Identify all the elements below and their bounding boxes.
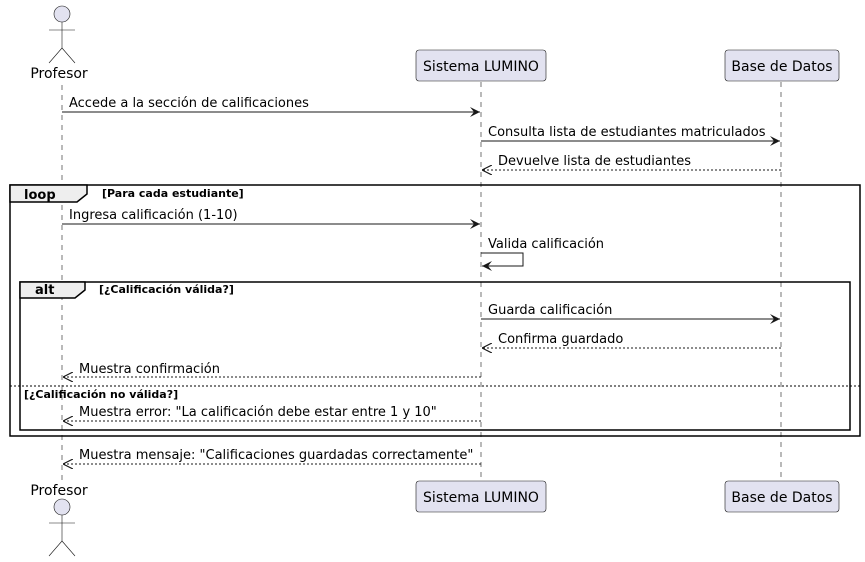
loop-frame-border [9, 184, 861, 437]
message-label: Muestra confirmación [79, 362, 220, 377]
message-label: Devuelve lista de estudiantes [498, 154, 691, 169]
alt-frame: alt [¿Calificación válida?] [¿Calificaci… [10, 281, 860, 431]
participant-bd-bottom: Base de Datos [724, 480, 840, 513]
participant-box [724, 480, 840, 513]
actor-profesor-top: Profesor [30, 5, 88, 82]
actor-profesor-bottom: Profesor [30, 483, 88, 557]
participant-sistema-bottom: Sistema LUMINO [415, 480, 547, 513]
loop-frame: loop [Para cada estudiante] [9, 184, 861, 437]
message-label: Confirma guardado [498, 332, 623, 347]
message-label: Valida calificación [488, 237, 604, 252]
actor-head-icon [53, 498, 71, 516]
participant-box [415, 49, 547, 82]
participant-label: Profesor [30, 483, 88, 499]
loop-keyword: loop [24, 188, 56, 203]
message-label: Ingresa calificación (1-10) [69, 208, 238, 223]
participant-label: Sistema LUMINO [423, 59, 539, 75]
message-label: Muestra mensaje: "Calificaciones guardad… [79, 448, 473, 463]
participant-box [415, 480, 547, 513]
alt-keyword: alt [35, 283, 54, 298]
message-label: Accede a la sección de calificaciones [69, 96, 309, 111]
loop-frame-tab [9, 184, 88, 203]
message-label: Consulta lista de estudiantes matriculad… [488, 125, 766, 140]
message-label: Muestra error: "La calificación debe est… [79, 405, 437, 420]
loop-guard: [Para cada estudiante] [102, 187, 244, 200]
actor-head-icon [53, 5, 71, 23]
message-label: Guarda calificación [488, 303, 612, 318]
alt-frame-tab [19, 281, 86, 299]
participant-label: Base de Datos [731, 59, 832, 75]
alt-guard: [¿Calificación válida?] [99, 283, 234, 296]
participant-label: Profesor [30, 66, 88, 82]
participant-label: Base de Datos [731, 490, 832, 506]
participant-box [724, 49, 840, 82]
else-guard: [¿Calificación no válida?] [24, 388, 178, 401]
participant-label: Sistema LUMINO [423, 490, 539, 506]
alt-frame-border [19, 281, 851, 431]
self-message-arrow [481, 252, 524, 271]
participant-sistema-top: Sistema LUMINO [415, 49, 547, 82]
participant-bd-top: Base de Datos [724, 49, 840, 82]
